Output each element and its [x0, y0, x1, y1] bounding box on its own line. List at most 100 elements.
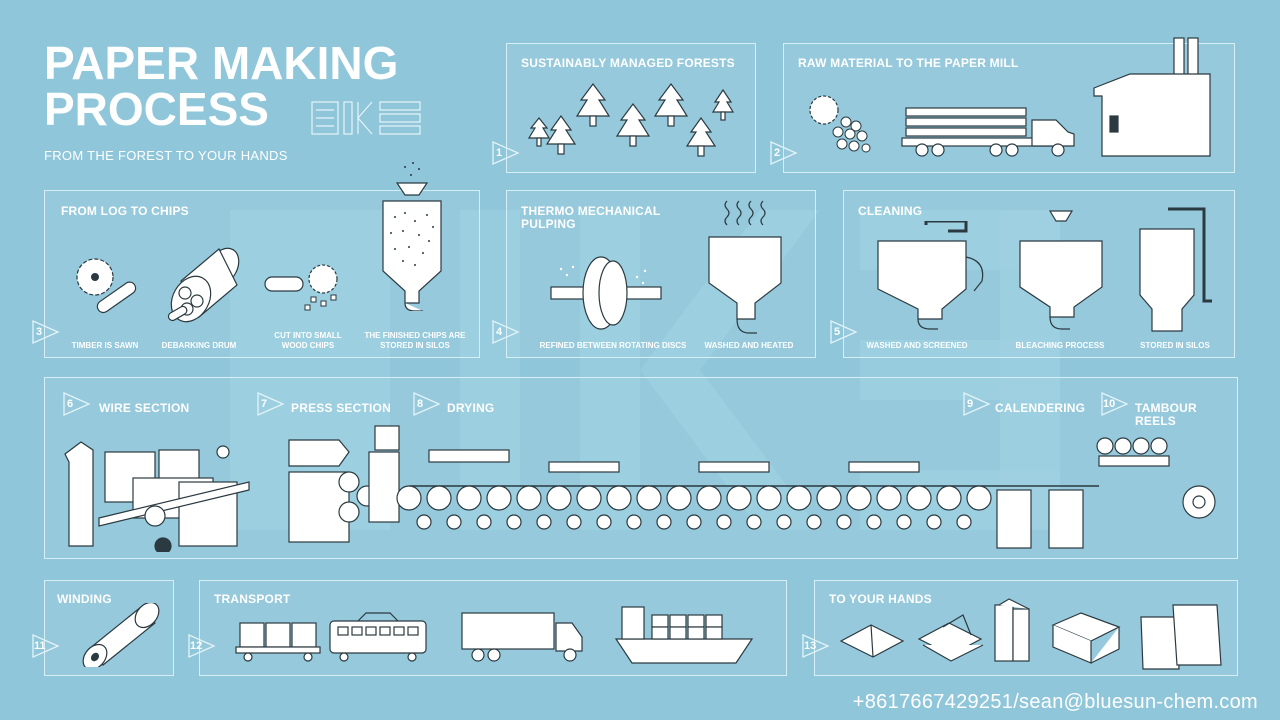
dryer-roll: [506, 514, 522, 530]
saw-blade-icon: [809, 95, 871, 153]
dryer-roll: [906, 485, 932, 511]
dryer-roll: [636, 485, 662, 511]
dryer-roll: [876, 485, 902, 511]
screening-tank-icon: [877, 221, 984, 330]
trees-icon: [527, 83, 735, 157]
dryer-roll: [756, 485, 782, 511]
log-truck-icon: [901, 107, 1075, 157]
panel-title: WINDING: [57, 592, 112, 606]
dryer-roll: [686, 514, 702, 530]
step-12-marker: 12: [188, 634, 216, 658]
caption-wood-chips: CUT INTO SMALL WOOD CHIPS: [274, 331, 342, 350]
panel-cleaning: CLEANING WASHED AND SCREENED BLEACHING P…: [843, 190, 1235, 358]
dryer-roll: [476, 514, 492, 530]
dryer-roll: [746, 514, 762, 530]
panel-to-your-hands: TO YOUR HANDS: [814, 580, 1238, 676]
dryer-roll: [416, 514, 432, 530]
step-7-marker: 7: [257, 392, 285, 416]
calendering-title: CALENDERING: [995, 401, 1086, 415]
dryer-roll: [866, 514, 882, 530]
caption-washed-heated: WASHED AND HEATED: [704, 341, 794, 350]
panel-pulping: THERMO MECHANICAL PULPING REFINED BETWEE…: [506, 190, 816, 358]
step-2-marker: 2: [770, 141, 798, 165]
caption-stored-silos: STORED IN SILOS: [1140, 341, 1210, 350]
dryer-roll: [516, 485, 542, 511]
dryer-roll: [726, 485, 752, 511]
dryer-roll: [596, 514, 612, 530]
dryer-roll: [776, 514, 792, 530]
dryer-roll: [546, 485, 572, 511]
step-11-marker: 11: [32, 634, 60, 658]
dryer-roll: [666, 485, 692, 511]
heating-tank-icon: [708, 200, 782, 334]
step-9-marker: 9: [963, 392, 991, 416]
panel-title: FROM LOG TO CHIPS: [61, 204, 189, 218]
caption-rotating-discs: REFINED BETWEEN ROTATING DISCS: [539, 341, 687, 350]
brand-logo: [311, 101, 421, 135]
dryer-roll: [656, 514, 672, 530]
dryer-roll: [716, 514, 732, 530]
page-title: PAPER MAKING PROCESS: [44, 40, 398, 132]
dryer-roll: [896, 514, 912, 530]
paper-roll-icon: [82, 603, 160, 667]
contact-info: +8617667429251/sean@bluesun-chem.com: [852, 691, 1258, 713]
title-line-2: PROCESS: [44, 83, 269, 135]
step-1-marker: 1: [492, 141, 520, 165]
dryer-roll: [696, 485, 722, 511]
panel-log-to-chips: FROM LOG TO CHIPS: [44, 162, 480, 358]
wood-chipper-icon: [264, 264, 338, 311]
dryer-roll: [956, 514, 972, 530]
dryer-roll: [396, 485, 422, 511]
dryer-roll: [846, 485, 872, 511]
page-subtitle: FROM THE FOREST TO YOUR HANDS: [44, 148, 288, 163]
step-10-marker: 10: [1101, 392, 1129, 416]
panel-winding: WINDING: [44, 580, 174, 676]
truck-icon: [461, 612, 583, 662]
step-4-marker: 4: [492, 320, 520, 344]
dryer-roll: [936, 485, 962, 511]
panel-title: THERMO MECHANICAL PULPING: [521, 204, 661, 231]
dryer-roll: [786, 485, 812, 511]
dryer-roll: [926, 514, 942, 530]
chip-silo-icon: [382, 162, 442, 311]
debarking-drum-icon: [167, 247, 240, 323]
tambour-reels-title: TAMBOUR REELS: [1135, 401, 1197, 428]
dryer-roll: [836, 514, 852, 530]
dryer-roll: [446, 514, 462, 530]
caption-washed-screened: WASHED AND SCREENED: [866, 341, 968, 350]
bleaching-tank-icon: [1019, 210, 1103, 330]
dryer-roll: [486, 485, 512, 511]
dryer-roll: [536, 514, 552, 530]
refiner-discs-icon: [550, 256, 662, 330]
step-5-marker: 5: [830, 320, 858, 344]
dryer-roll: [426, 485, 452, 511]
saw-log-icon: [76, 258, 137, 314]
dryer-roll: [806, 514, 822, 530]
panel-raw-material: RAW MATERIAL TO THE PAPER MILL: [783, 37, 1235, 173]
step-8-marker: 8: [413, 392, 441, 416]
dryer-roll: [606, 485, 632, 511]
panel-title: TO YOUR HANDS: [829, 592, 932, 606]
panel-title: SUSTAINABLY MANAGED FORESTS: [521, 56, 735, 70]
dryer-roll: [576, 485, 602, 511]
press-section-title: PRESS SECTION: [291, 401, 391, 415]
panel-paper-machine: 6 WIRE SECTION 7 PRESS SECTION 8 DRYING …: [44, 377, 1238, 559]
step-13-marker: 13: [802, 634, 830, 658]
dryer-roll: [816, 485, 842, 511]
dryer-roll: [626, 514, 642, 530]
train-icon: [235, 612, 427, 662]
panel-transport: TRANSPORT: [199, 580, 787, 676]
drying-title: DRYING: [447, 401, 495, 415]
mill-building-icon: [1093, 37, 1211, 157]
caption-chips-silos: THE FINISHED CHIPS ARE STORED IN SILOS: [364, 331, 466, 350]
panel-title: RAW MATERIAL TO THE PAPER MILL: [798, 56, 1019, 70]
dryer-roll: [456, 485, 482, 511]
panel-title: CLEANING: [858, 204, 923, 218]
dryer-roll: [566, 514, 582, 530]
caption-timber-sawn: TIMBER IS SAWN: [71, 341, 139, 350]
panel-forests: SUSTAINABLY MANAGED FORESTS: [506, 43, 756, 173]
title-line-1: PAPER MAKING: [44, 37, 399, 89]
paper-products-icon: [839, 598, 1222, 670]
paper-machine-icon: [64, 425, 1216, 552]
